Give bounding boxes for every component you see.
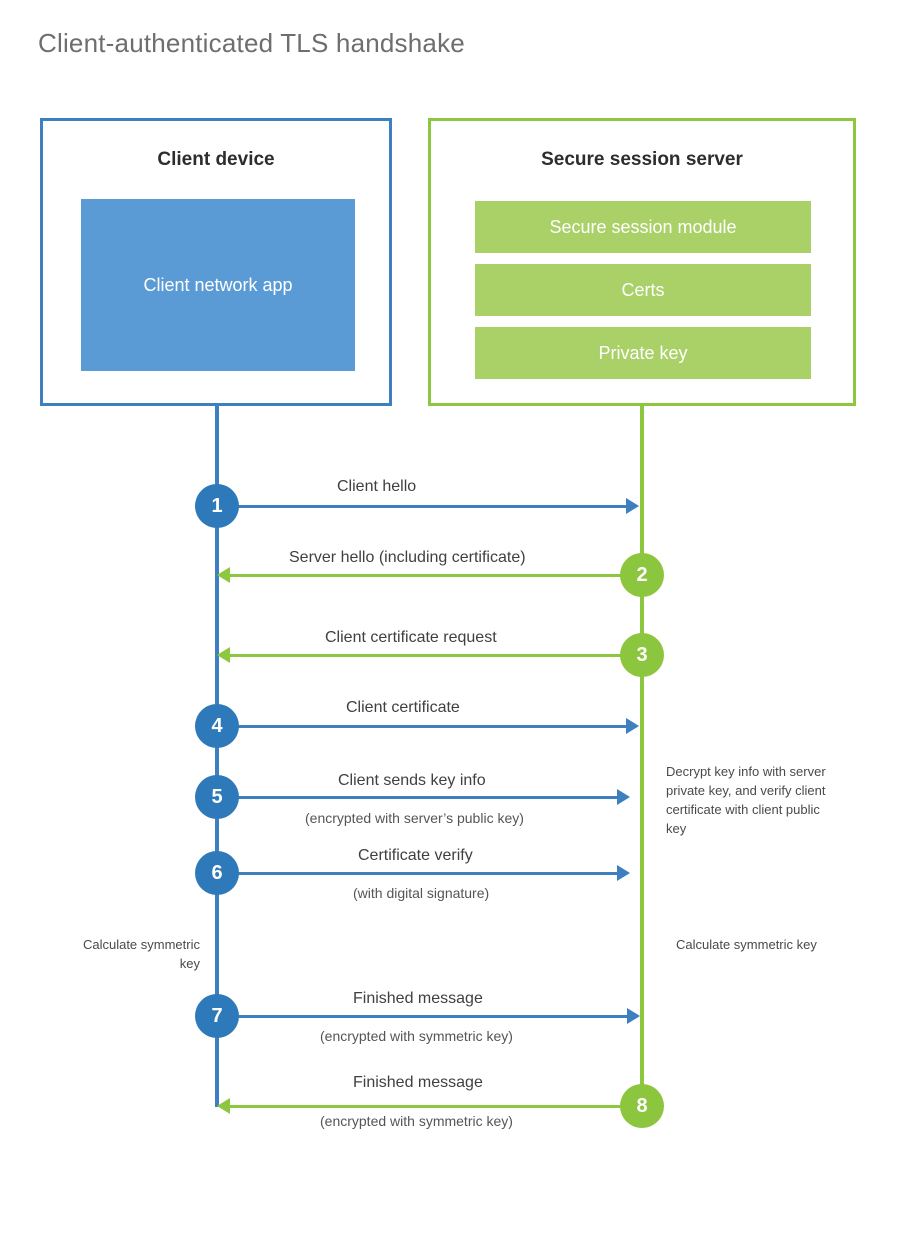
client-device-title: Client device — [157, 149, 275, 170]
step-4-label: Client certificate — [346, 699, 460, 716]
step-7-label: Finished message — [353, 990, 483, 1007]
secure-session-server-title: Secure session server — [541, 149, 743, 170]
step-5-arrow-head — [617, 789, 630, 805]
server-lifeline — [640, 405, 644, 1107]
step-5-arrow-line — [217, 796, 617, 799]
step-6-sublabel: (with digital signature) — [353, 885, 490, 901]
step-5-sublabel: (encrypted with server’s public key) — [305, 810, 524, 826]
step-4-arrow-head — [626, 718, 639, 734]
client-lifeline — [215, 405, 219, 1107]
step-7-arrow-line — [217, 1015, 627, 1018]
step-2-badge[interactable]: 2 — [620, 553, 664, 597]
step-8-arrow-line — [230, 1105, 642, 1108]
step-2-arrow-line — [230, 574, 642, 577]
step-1-label: Client hello — [337, 478, 417, 495]
step-5-label: Client sends key info — [338, 772, 486, 789]
step-8-arrow-head — [217, 1098, 230, 1114]
step-1-arrow-line — [217, 505, 626, 508]
step-7-badge[interactable]: 7 — [195, 994, 239, 1038]
step-3-badge[interactable]: 3 — [620, 633, 664, 677]
step-2-label: Server hello (including certificate) — [289, 549, 526, 566]
step-6-badge[interactable]: 6 — [195, 851, 239, 895]
step-2-arrow-head — [217, 567, 230, 583]
step-1-badge[interactable]: 1 — [195, 484, 239, 528]
secure-session-module-component: Secure session module — [475, 201, 811, 253]
server-calculate-symmetric-key-note: Calculate symmetric key — [676, 937, 817, 952]
step-8-badge[interactable]: 8 — [620, 1084, 664, 1128]
client-calculate-symmetric-key-note: Calculate symmetric key — [82, 937, 200, 971]
step-6-label: Certificate verify — [358, 847, 473, 864]
page-title: Client-authenticated TLS handshake — [38, 28, 465, 58]
step-4-badge[interactable]: 4 — [195, 704, 239, 748]
step-4-arrow-line — [217, 725, 626, 728]
step-6-arrow-head — [617, 865, 630, 881]
step-5-badge[interactable]: 5 — [195, 775, 239, 819]
step-3-arrow-line — [230, 654, 642, 657]
client-device-box: Client device Client network app — [40, 118, 392, 406]
step-7-sublabel: (encrypted with symmetric key) — [320, 1028, 513, 1044]
step-8-sublabel: (encrypted with symmetric key) — [320, 1113, 513, 1129]
step-3-arrow-head — [217, 647, 230, 663]
step-7-arrow-head — [627, 1008, 640, 1024]
step-8-label: Finished message — [353, 1074, 483, 1091]
secure-session-server-box: Secure session server Secure session mod… — [428, 118, 856, 406]
certs-component: Certs — [475, 264, 811, 316]
server-decrypt-note: Decrypt key info with server private key… — [666, 764, 826, 836]
step-3-label: Client certificate request — [325, 629, 497, 646]
step-6-arrow-line — [217, 872, 617, 875]
step-1-arrow-head — [626, 498, 639, 514]
client-network-app-component: Client network app — [81, 199, 355, 371]
private-key-component: Private key — [475, 327, 811, 379]
